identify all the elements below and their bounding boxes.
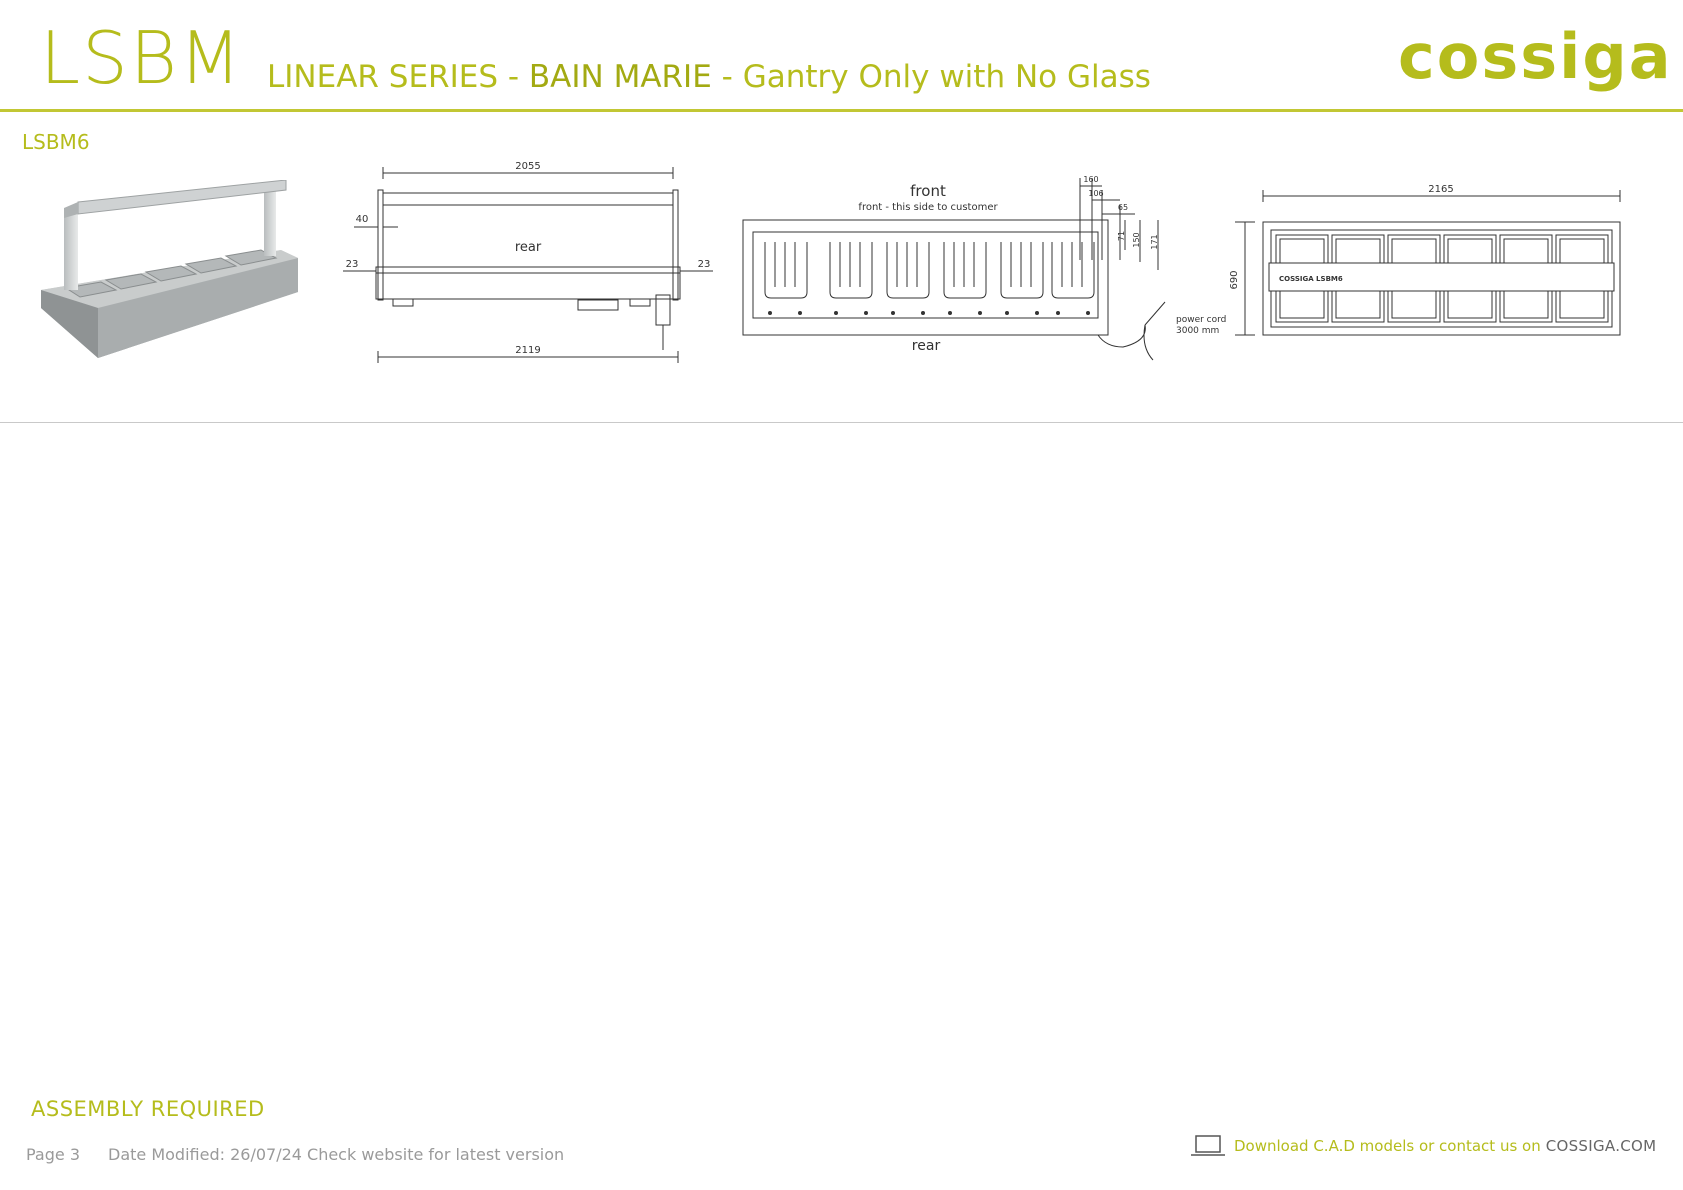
top-view-drawing: 2165 690 COSSIGA LSBM6 [1229,184,1621,336]
dim-overall-width: 2165 [1428,184,1453,195]
side-elevation-drawing: 2055 40 23 23 rear 2119 [343,161,713,363]
model-label: LSBM6 [22,130,90,154]
dim-150: 150 [1132,232,1141,247]
dim-171: 171 [1150,234,1159,249]
plan-front-note: front - this side to customer [858,202,998,213]
subtitle-product: BAIN MARIE [528,59,712,95]
brand-logo: cossiga [1398,20,1673,93]
laptop-icon [1191,1135,1225,1156]
date-modified: Date Modified: 26/07/24 Check website fo… [108,1145,565,1164]
dim-side-left: 23 [346,259,359,270]
dim-71: 71 [1117,231,1126,241]
dim-bottom-width: 2119 [515,345,540,356]
subtitle-series: LINEAR SERIES - [267,59,529,95]
download-text: Download C.A.D models or contact us on [1234,1137,1541,1155]
dim-160: 160 [1083,175,1098,184]
dim-left-offset: 40 [356,214,369,225]
power-cord-length: 3000 mm [1176,326,1219,336]
page-number: Page 3 [26,1145,80,1164]
subtitle-variant: - Gantry Only with No Glass [711,59,1151,95]
side-rear-label: rear [515,240,542,255]
website-link[interactable]: COSSIGA.COM [1545,1137,1657,1155]
product-subtitle: LINEAR SERIES - BAIN MARIE - Gantry Only… [267,62,1151,93]
product-code-title: LSBM [40,16,244,100]
dim-65: 65 [1118,203,1128,212]
assembly-notice: ASSEMBLY REQUIRED [31,1097,265,1121]
section-divider [0,422,1683,423]
dim-106: 106 [1088,189,1103,198]
page-footer-info: Page 3 Date Modified: 26/07/24 Check webs… [26,1145,564,1164]
header-divider [0,109,1683,112]
nameplate-label: COSSIGA LSBM6 [1279,275,1343,283]
plan-front-label: front [910,182,946,200]
dim-overall-depth: 690 [1229,270,1240,289]
plan-rear-label: rear [912,338,941,354]
plan-view-drawing: front front - this side to customer rear… [742,175,1226,361]
dim-top-width: 2055 [515,161,540,172]
dim-side-right: 23 [698,259,711,270]
download-cad-link[interactable]: Download C.A.D models or contact us on C… [1190,1134,1656,1158]
power-cord-label: power cord [1176,315,1226,325]
product-render-image [41,180,298,358]
